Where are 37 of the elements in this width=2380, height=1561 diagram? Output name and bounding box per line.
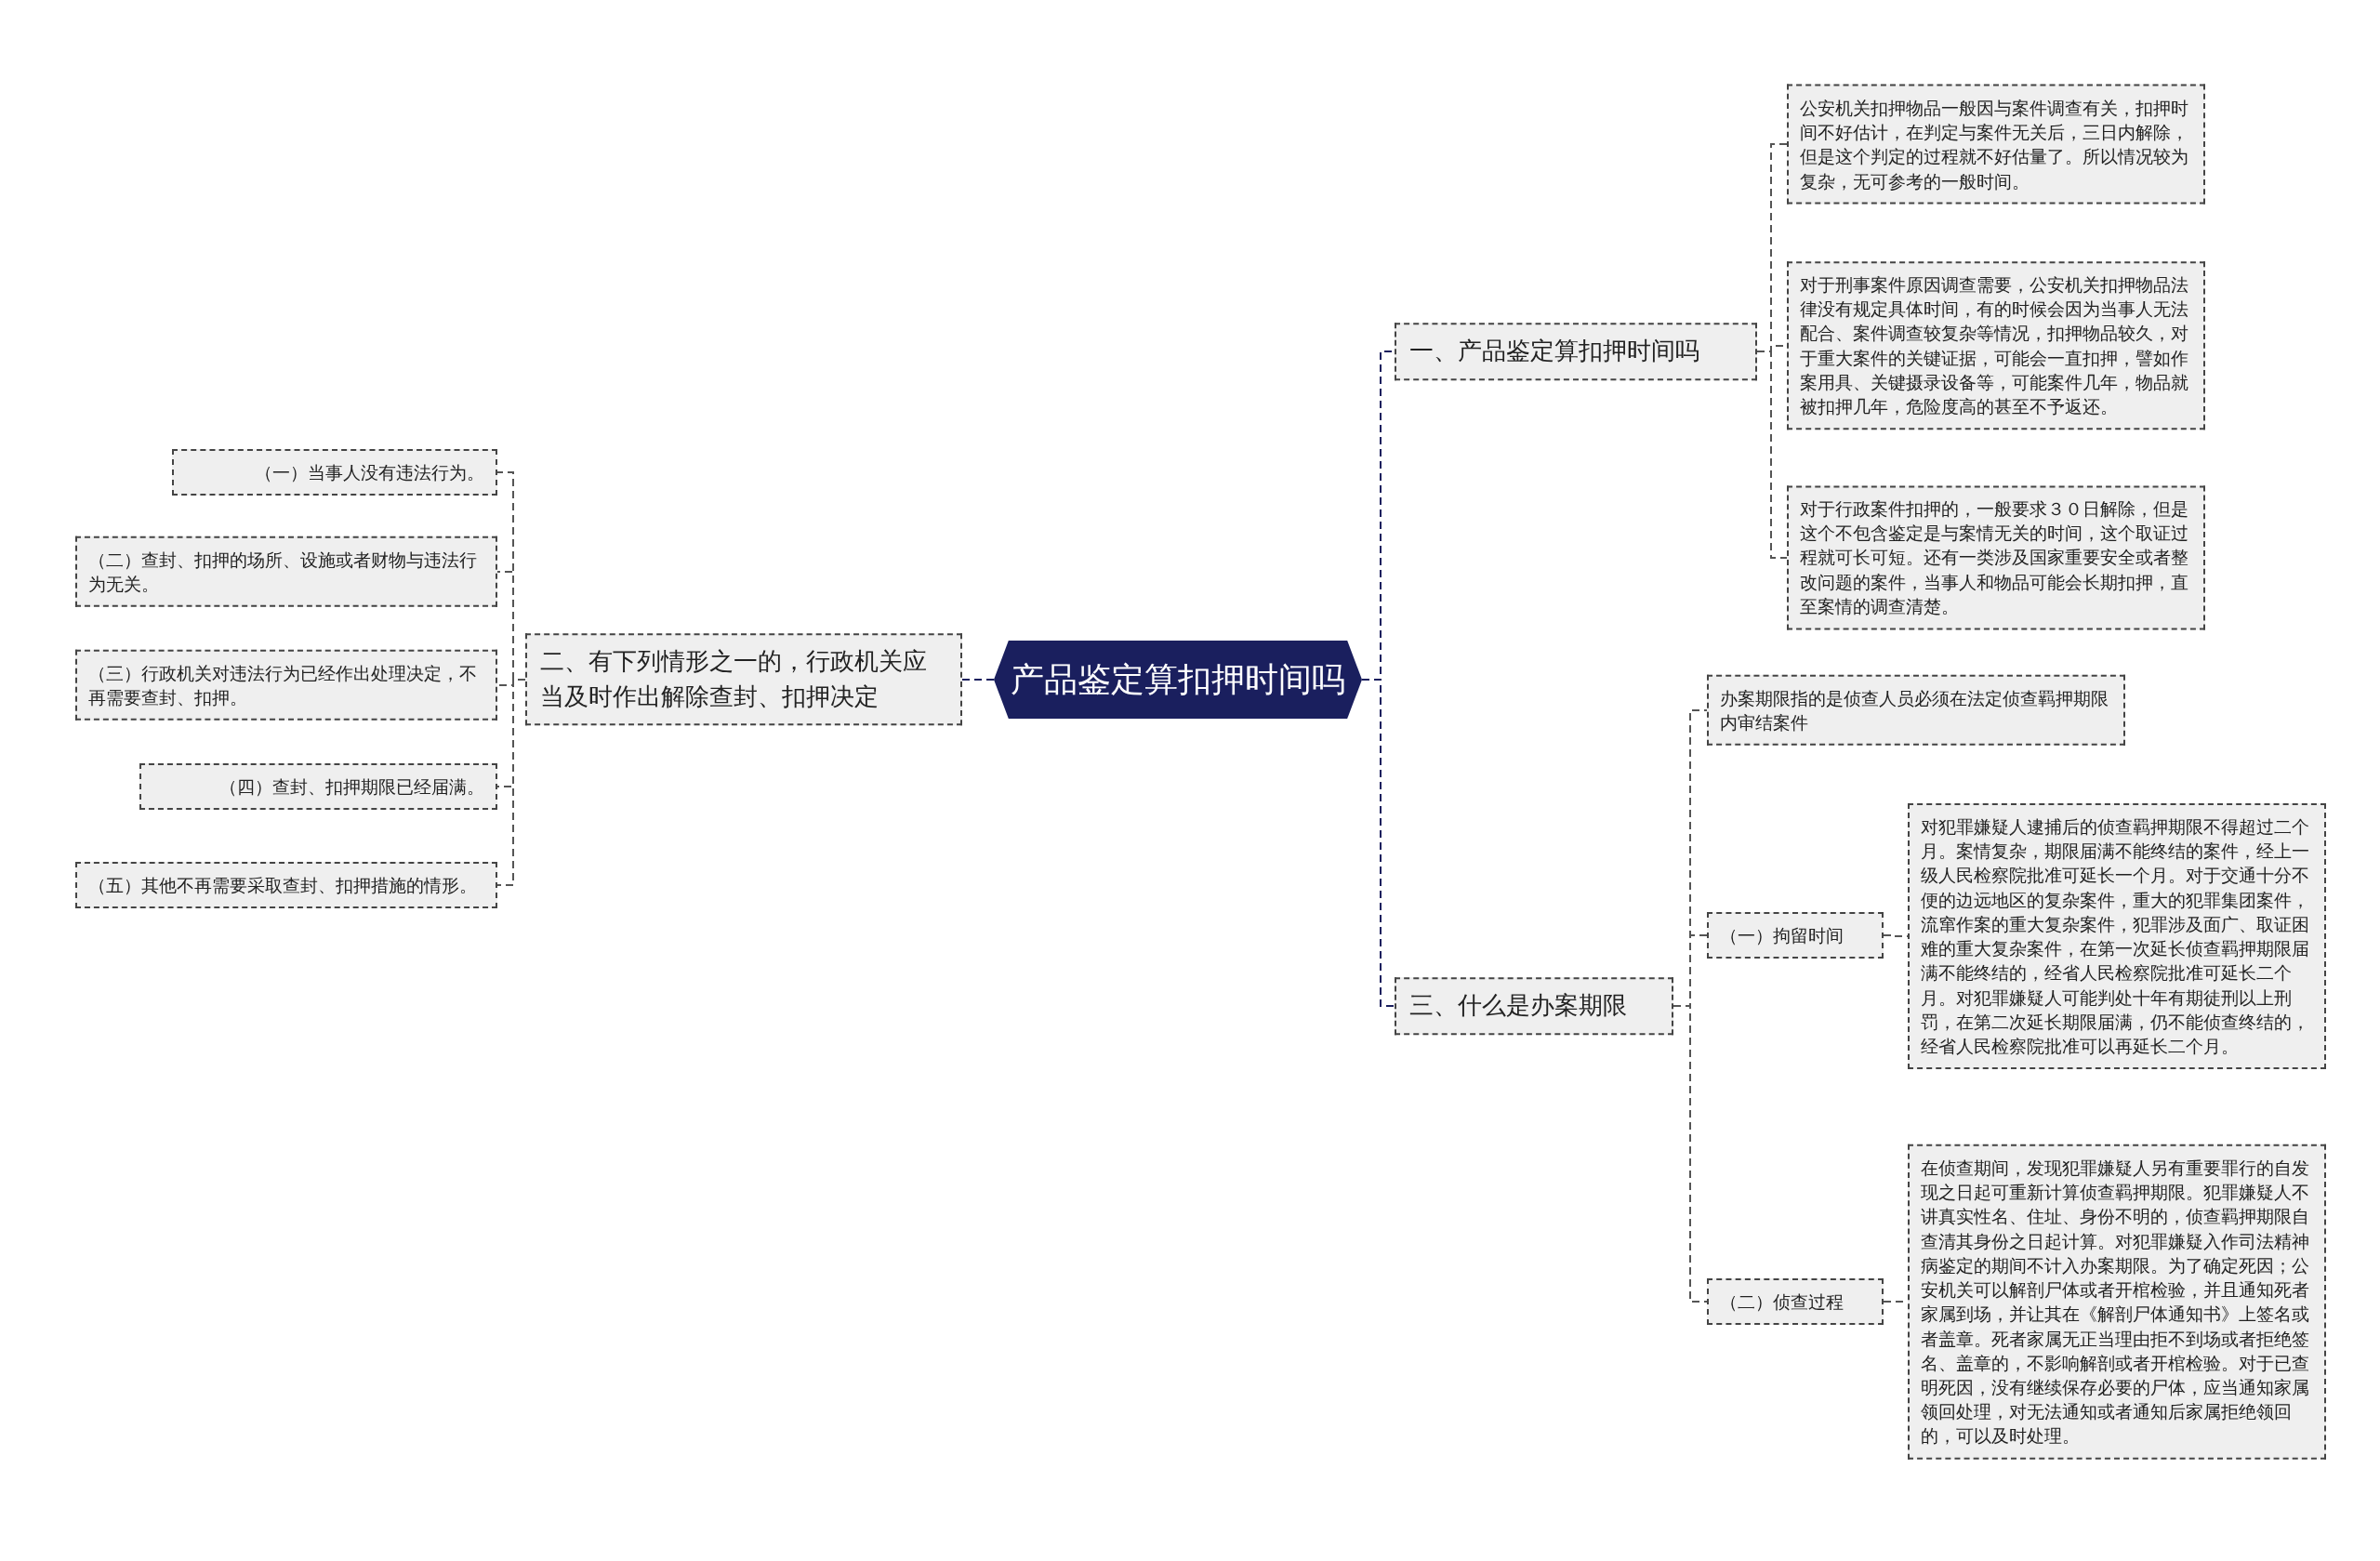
node-text: （三）行政机关对违法行为已经作出处理决定，不再需要查封、扣押。 — [88, 662, 477, 708]
central-topic-hexagon — [994, 641, 1362, 719]
note-box — [1787, 261, 2205, 430]
note-box — [1787, 485, 2205, 630]
node-text: 对于行政案件扣押的，一般要求３０日解除，但是这个不包含鉴定是与案情无关的时间，这个取证过程就可长可短。还有一类涉及国家重要安全或者整改问题的案件，当事人和物品可能会长期扣押，直至案情的调查清楚。 — [1800, 498, 2188, 617]
node-text: （二）侦查过程 — [1720, 1290, 1844, 1312]
note-box — [1707, 911, 1884, 959]
connector-line — [496, 679, 526, 886]
topic-box — [1395, 977, 1673, 1035]
node-text: （一）当事人没有违法行为。 — [255, 461, 484, 483]
note-box — [1787, 84, 2205, 205]
node-text: （一）拘留时间 — [1720, 924, 1844, 946]
node-text: （五）其他不再需要采取查封、扣押措施的情形。 — [88, 874, 477, 895]
note-box — [1707, 674, 2125, 747]
node-text: 办案期限指的是侦查人员必须在法定侦查羁押期限内审结案件 — [1720, 687, 2109, 733]
note-box — [1707, 1277, 1884, 1326]
connector-line — [961, 679, 995, 681]
node-text: （二）查封、扣押的场所、设施或者财物与违法行为无关。 — [88, 549, 477, 594]
note-box — [1908, 802, 2326, 1070]
note-box — [75, 649, 497, 721]
note-box — [75, 536, 497, 608]
topic-box — [1395, 323, 1757, 380]
connector-line — [1673, 1005, 1708, 1303]
node-text: 在侦查期间，发现犯罪嫌疑人另有重要罪行的自发现之日起可重新计算侦查羁押期限。犯罪嫌疑人不讲真实性名、住址、身份不明的，侦查羁押期限自查清其身份之日起计算。对犯罪嫌疑入作司法精神病鉴定的期间不计入办案期限。为了确定死因；公安机关可以解剖尸体或者开棺检验，并且通知死者家属到场，并让其在《解剖尸体通知书》上签名或者盖章。死者家属无正当理由拒不到场或者拒绝签名、盖章的，不影响解剖或者开棺检验。对于已查明死因，没有继续保存必要的尸体，应当通知家属领回处理，对无法通知或者通知后家属拒绝领回的，可以及时处理。 — [1921, 1157, 2309, 1447]
node-text: 二、有下列情形之一的，行政机关应当及时作出解除查封、扣押决定 — [540, 647, 927, 710]
node-text: 对犯罪嫌疑人逮捕后的侦查羁押期限不得超过二个月。案情复杂，期限届满不能终结的案件，经上一级人民检察院批准可延长一个月。对于交通十分不便的边远地区的复杂案件，重大的犯罪集团案件，流窜作案的重大复杂案件，犯罪涉及面广、取证困难的重大复杂案件，在第一次延长侦查羁押期限届满不能终结的，经省人民检察院批准可延长二个月。对犯罪嫌疑人可能判处十年有期徒刑以上刑罚，在第二次延长期限届满，仍不能侦查终结的，经省人民检察院批准可以再延长二个月。 — [1921, 815, 2309, 1056]
note-box — [139, 762, 497, 811]
node-text: 对于刑事案件原因调查需要，公安机关扣押物品法律没有规定具体时间，有的时候会因为当事人无法配合、案件调查较复杂等情况，扣押物品较久，对于重大案件的关键证据，可能会一直扣押，譬如作案用具、关键摄录设备等，可能案件几年，物品就被扣押几年，危险度高的甚至不予返还。 — [1800, 274, 2188, 417]
note-box — [172, 448, 497, 496]
node-text: 公安机关扣押物品一般因与案件调查有关，扣押时间不好估计，在判定与案件无关后，三日内解除，但是这个判定的过程就不好估量了。所以情况较为复杂，无可参考的一般时间。 — [1800, 97, 2188, 192]
node-text: 三、什么是办案期限 — [1409, 991, 1627, 1020]
node-text: 一、产品鉴定算扣押时间吗 — [1409, 337, 1699, 365]
title-text: 产品鉴定算扣押时间吗 — [1011, 658, 1345, 700]
connector-line — [1756, 351, 1788, 559]
topic-box — [525, 633, 962, 726]
node-text: （四）查封、扣押期限已经届满。 — [219, 775, 484, 797]
note-box — [75, 861, 497, 909]
